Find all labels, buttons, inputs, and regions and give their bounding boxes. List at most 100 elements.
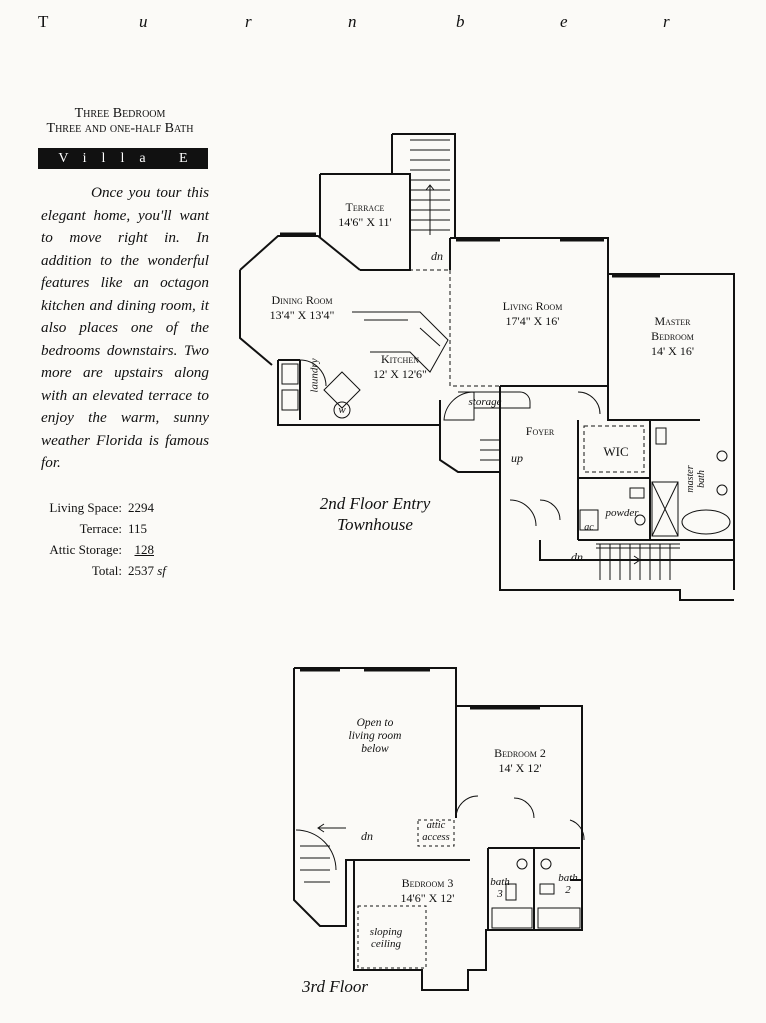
brand-letter: r (663, 12, 670, 31)
second-floor-walls (239, 133, 735, 601)
attic-line-2: access (422, 832, 450, 843)
open-area-walls (293, 667, 457, 818)
master-sink-1 (716, 450, 728, 462)
attic-access-label: attic access (418, 820, 454, 844)
wic-dashed-shelves (583, 425, 645, 473)
brand-letter: r (245, 12, 252, 31)
square-footage-table: Living Space: 2294 Terrace: 115 Attic St… (40, 497, 210, 581)
laundry-label: laundry (308, 358, 321, 393)
master-bath-word-2: bath (696, 470, 707, 488)
brand-letter: e (560, 12, 568, 31)
stat-unit: sf (157, 563, 166, 578)
entry-stair-walls (539, 540, 734, 561)
brand-header: T u r n b e r (0, 12, 766, 34)
foyer-label: Foyer (525, 424, 555, 438)
bedroom-2-label: Bedroom 2 14' X 12' (475, 746, 565, 776)
kitchen-island (352, 311, 449, 373)
dining-octagon-walls (239, 235, 361, 366)
stat-label: Living Space: (49, 500, 122, 515)
room-size: 17'4" X 16' (505, 314, 560, 328)
foyer-door-swings (509, 499, 561, 527)
master-sink-2 (716, 484, 728, 496)
stat-value: 2537 sf (128, 560, 166, 581)
room-size: 14'6" X 11' (338, 215, 392, 229)
bath-number: 2 (565, 884, 571, 896)
stat-value: 115 (128, 521, 148, 536)
storage-label: storage (468, 396, 502, 408)
laundry-appliances (281, 363, 299, 411)
bath-word: bath (558, 872, 578, 884)
attic-line-1: attic (426, 820, 446, 831)
brand-letter: b (456, 12, 465, 31)
caption-line-1: 2nd Floor Entry (319, 494, 431, 513)
terrace-dn-label: dn (431, 249, 443, 263)
master-bedroom-label: Master Bedroom 14' X 16' (625, 314, 720, 359)
stat-row-total: Total: 2537 sf (40, 560, 210, 581)
bath-word: bath (490, 876, 510, 888)
third-floor-spiral-stair (295, 829, 337, 883)
subtitle-bedrooms: Three Bedroom (74, 106, 166, 121)
bath-2-tub (537, 907, 581, 929)
open-line-2: living room (348, 730, 402, 742)
powder-sink (634, 514, 646, 526)
ac-label: ac (584, 522, 594, 533)
brand-letter: u (139, 12, 148, 31)
stair-well-walls (293, 818, 470, 927)
master-tub (681, 509, 731, 535)
master-bath-word-1: master (685, 465, 696, 493)
sloping-ceiling-dashed (357, 905, 427, 969)
subtitle: Three Bedroom Three and one-half Bath (30, 106, 210, 136)
stat-label: Terrace: (79, 521, 122, 536)
bath-2-label: bath 2 (556, 872, 580, 896)
stat-total-number: 2537 (128, 563, 154, 578)
subtitle-baths: Three and one-half Bath (46, 121, 194, 136)
brand-letter: T (38, 12, 49, 31)
stat-value-underlined: 128 (134, 542, 155, 557)
room-name: Terrace (345, 200, 385, 214)
bath-number: 3 (497, 888, 503, 900)
stat-label: Attic Storage: (49, 542, 122, 557)
bedroom-3-label: Bedroom 3 14'6" X 12' (380, 876, 475, 906)
dining-room-label: Dining Room 13'4" X 13'4" (247, 293, 357, 323)
terrace-stair-walls (391, 133, 456, 238)
room-name: Living Room (502, 299, 563, 313)
laundry-door-swing (299, 359, 327, 387)
room-size: 14' X 12' (498, 761, 542, 775)
bath-3-toilet (505, 883, 517, 901)
open-line-3: below (361, 743, 389, 755)
second-floor-caption: 2nd Floor Entry Townhouse (300, 493, 450, 535)
brand-letter: n (348, 12, 357, 31)
room-size: 13'4" X 13'4" (269, 308, 335, 322)
room-name: Master (654, 314, 691, 328)
terrace-label: Terrace 14'6" X 11' (325, 200, 405, 230)
third-floor-caption: 3rd Floor (302, 977, 368, 996)
stat-label: Total: (91, 563, 122, 578)
room-name: Dining Room (271, 293, 333, 307)
description: Once you tour this elegant home, you'll … (41, 184, 209, 471)
stat-row-attic: Attic Storage: 128 (40, 539, 210, 560)
living-room-label: Living Room 17'4" X 16' (470, 299, 595, 329)
bedroom-2-walls (456, 705, 583, 881)
powder-toilet (629, 487, 645, 499)
room-name: Bedroom 3 (401, 876, 454, 890)
entry-stair-treads (596, 543, 680, 580)
attic-dashed-outline (417, 819, 455, 847)
stat-value: 2294 (128, 500, 154, 515)
room-name-2: Bedroom (651, 329, 694, 343)
master-toilet (655, 427, 667, 445)
kitchen-label: Kitchen 12' X 12'6" (350, 352, 450, 382)
washer-symbol (333, 401, 351, 419)
bath-2-sink (540, 858, 552, 870)
room-size: 14'6" X 12' (400, 891, 455, 905)
bath-2-toilet (539, 883, 555, 895)
open-line-1: Open to (356, 717, 394, 729)
entry-stair-arrow (604, 555, 641, 565)
open-to-below-label: Open to living room below (330, 717, 420, 756)
kitchen-range (323, 371, 361, 409)
third-floor-walls (293, 667, 583, 991)
washer-label: w (338, 404, 346, 416)
living-windows (456, 238, 660, 278)
wic-label: WIC (603, 444, 629, 459)
sloping-line-2: ceiling (371, 938, 401, 950)
